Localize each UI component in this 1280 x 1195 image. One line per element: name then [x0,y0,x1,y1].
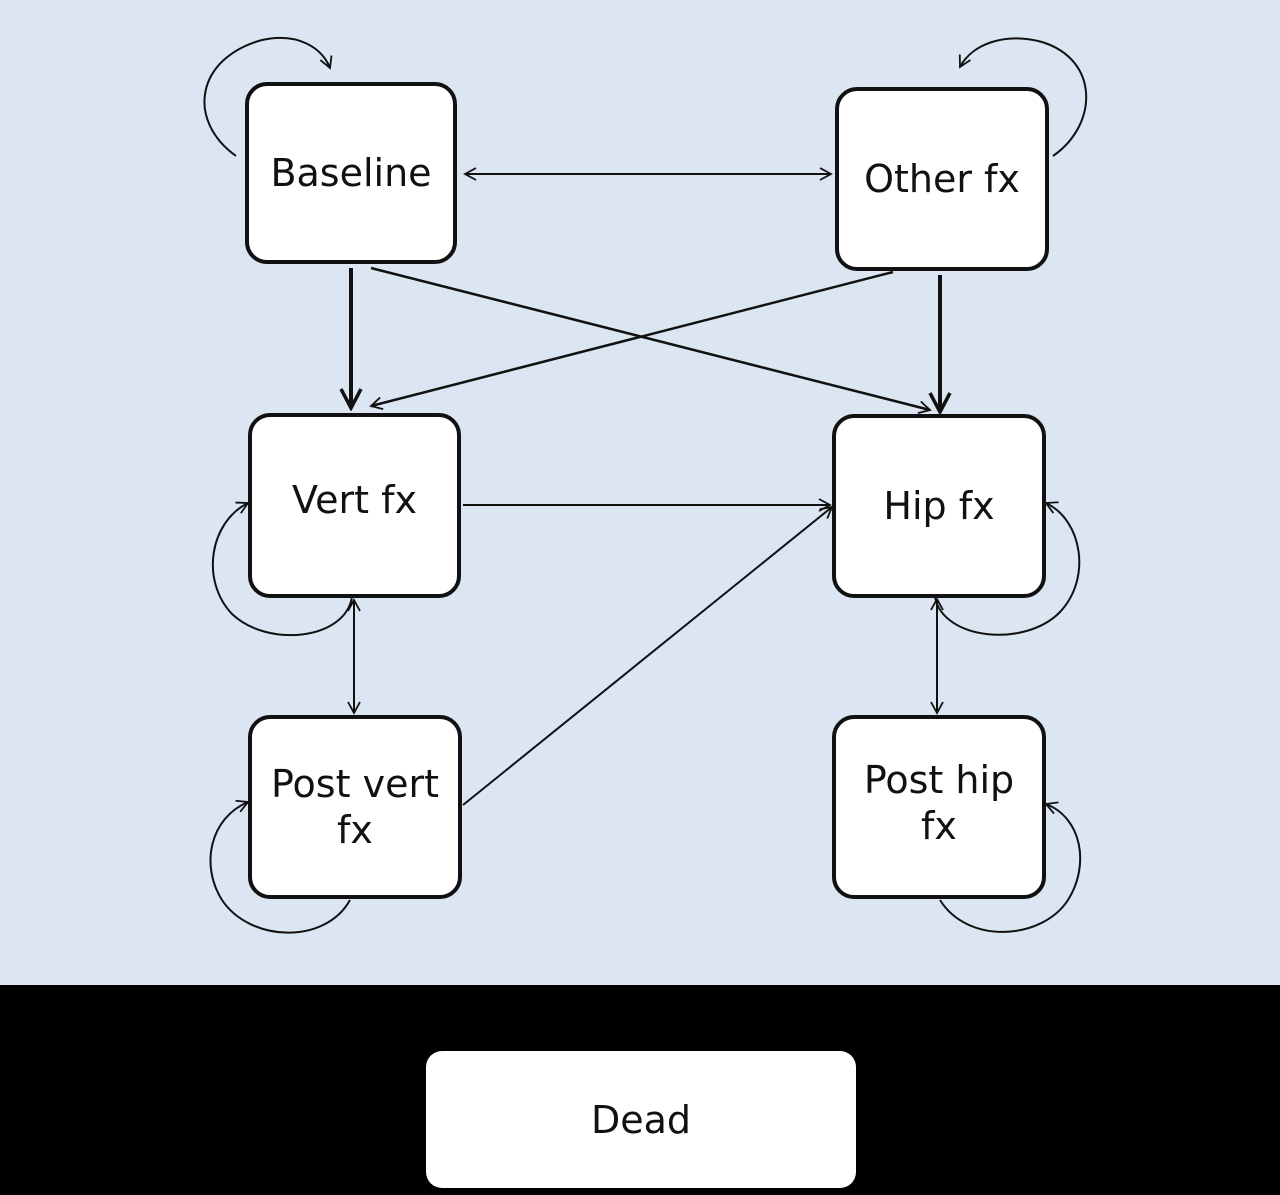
node-dead: Dead [426,1051,856,1188]
states-panel [0,0,1280,985]
edge-post-vert-fx-self-loop [209,799,351,934]
edge-hip-fx-self-loop [934,501,1081,636]
node-baseline: Baseline [245,82,457,264]
edge-vert-fx-self-loop [211,501,353,637]
edge-post-vert-fx-hip-fx [462,505,834,806]
edge-other-fx-vert-fx [369,270,894,410]
node-post-hip-fx: Post hip fx [832,715,1046,899]
node-other-fx: Other fx [835,87,1049,271]
edge-baseline-hip-fx [370,266,932,414]
edge-other-fx-self-loop [958,37,1088,157]
edge-baseline-self-loop [203,36,333,157]
node-vert-fx: Vert fx [248,413,461,598]
transition-edges [203,36,1088,934]
node-post-vert-fx: Post vert fx [248,715,462,899]
edge-post-hip-fx-self-loop [939,801,1082,933]
node-hip-fx: Hip fx [832,414,1046,598]
